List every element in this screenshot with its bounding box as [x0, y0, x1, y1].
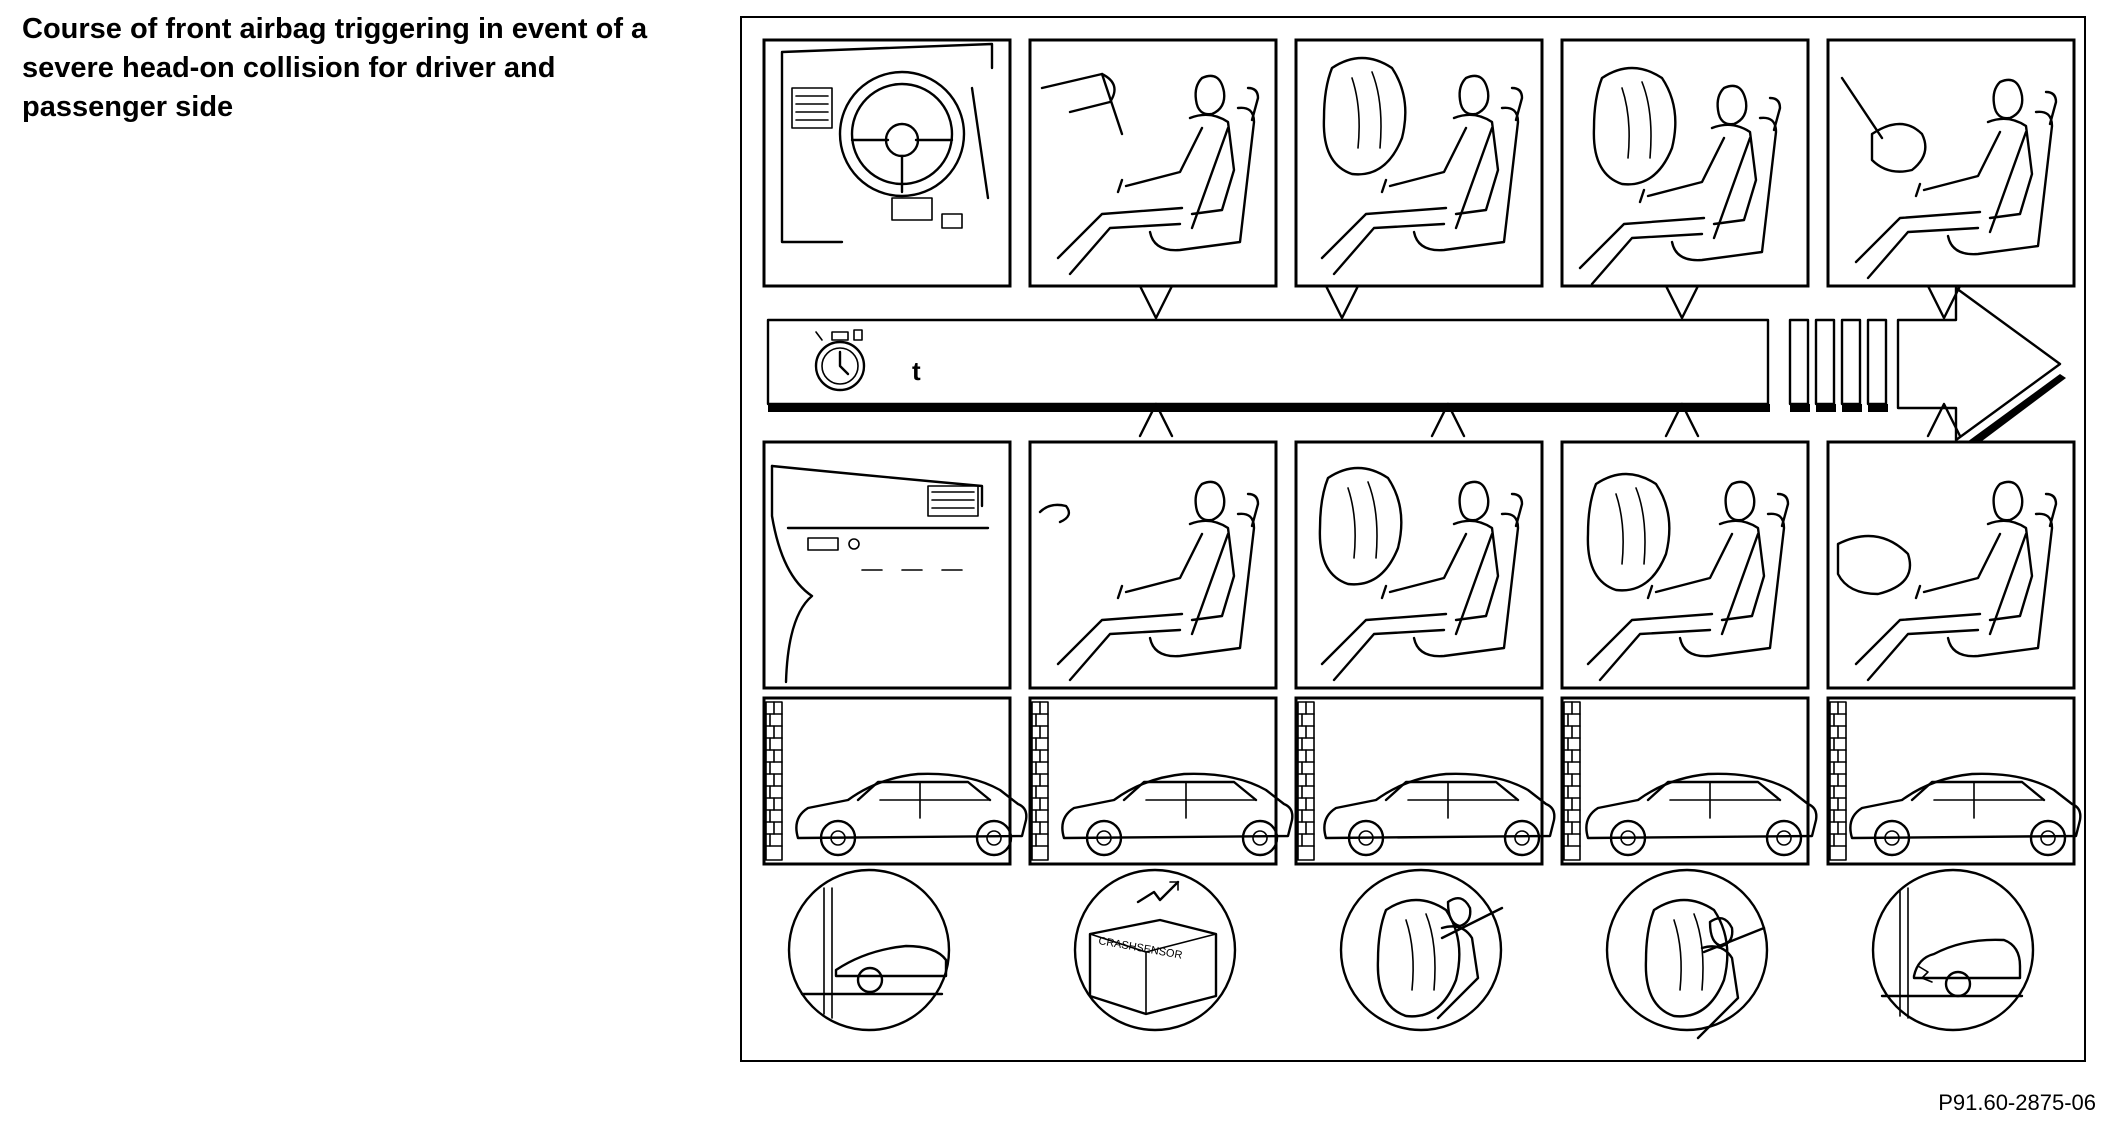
car-frame-3 — [1294, 696, 1556, 866]
crash-sensor-label: CRASHSENSOR — [1097, 935, 1183, 962]
passenger-frame-4-airbag-full — [1560, 440, 1810, 690]
passenger-frame-2-seated — [1028, 440, 1278, 690]
figure-id: P91.60-2875-06 — [1938, 1090, 2096, 1115]
driver-frame-5-airbag-deflating — [1826, 38, 2076, 288]
driver-frame-1-cockpit — [762, 38, 1012, 288]
detail-circle-2-crash-sensor: CRASHSENSOR — [1073, 868, 1237, 1032]
passenger-frame-1-dashboard — [762, 440, 1012, 690]
detail-circle-3-airbag-driver — [1339, 868, 1504, 1032]
car-frame-1 — [762, 696, 1028, 866]
car-frame-4 — [1560, 696, 1818, 866]
car-frame-5 — [1826, 696, 2082, 866]
detail-circle-5-crumple — [1871, 868, 2035, 1032]
driver-frame-3-airbag-inflating — [1294, 38, 1544, 288]
stopwatch-icon — [814, 329, 866, 392]
driver-frame-2-seated — [1028, 38, 1278, 288]
airbag-sequence-figure: t — [740, 16, 2086, 1062]
detail-circle-1-impact — [787, 868, 951, 1032]
page-title: Course of front airbag triggering in eve… — [22, 13, 648, 123]
passenger-frame-3-airbag-inflating — [1294, 440, 1544, 690]
driver-frame-4-airbag-full — [1560, 38, 1810, 288]
airbag-sequence-diagram: t — [762, 38, 2082, 1040]
detail-circle-4-airbag-passenger — [1605, 868, 1769, 1040]
passenger-frame-5-airbag-deflating — [1826, 440, 2076, 690]
car-frame-2 — [1028, 696, 1294, 866]
timeline-arrow — [766, 284, 2066, 456]
timeline-label: t — [912, 356, 921, 386]
